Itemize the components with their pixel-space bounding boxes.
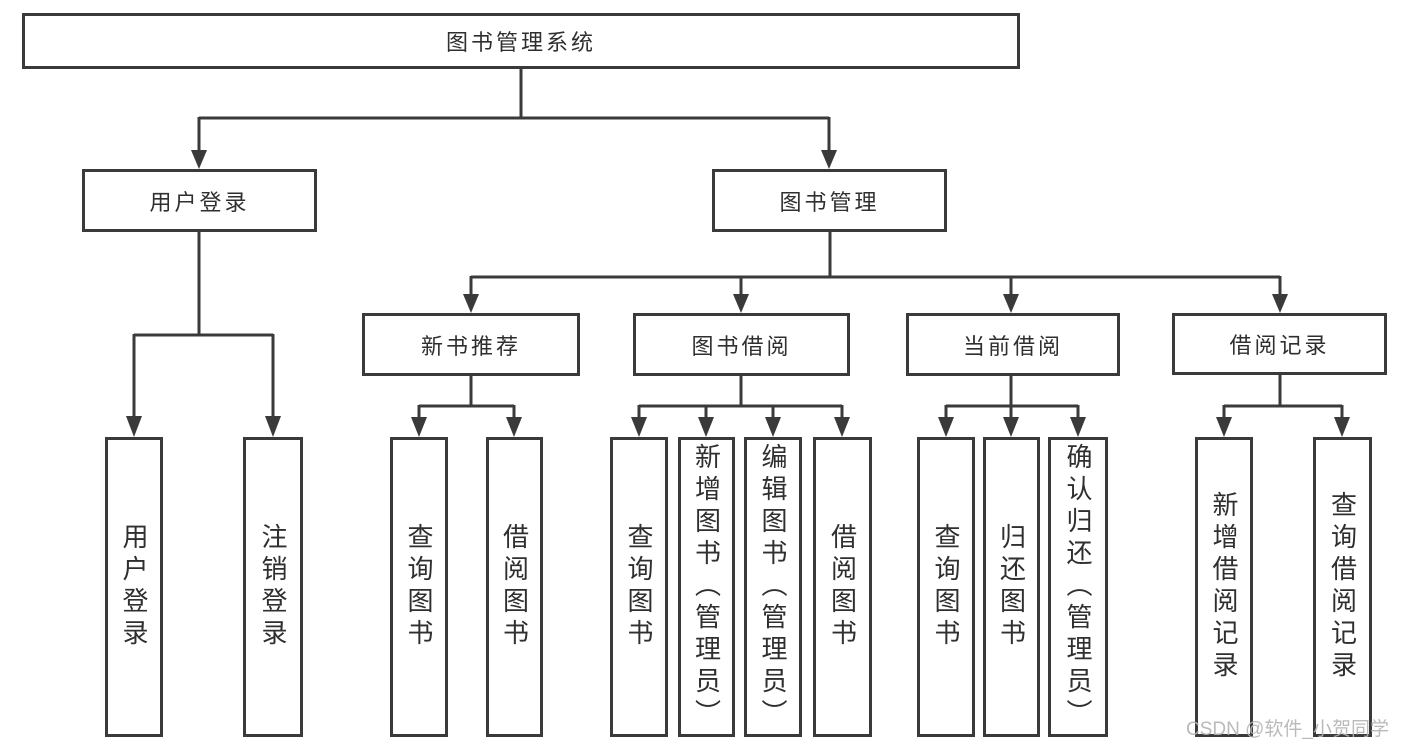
leaf-add-borrow-record: 新增借阅记录 (1195, 437, 1253, 737)
leaf-logout-label: 注销登录 (258, 523, 288, 651)
leaf-confirm-return-admin-label: 确认归还（管理员） (1063, 443, 1093, 731)
leaf-query-borrow-record: 查询借阅记录 (1313, 437, 1372, 737)
leaf-borrow-books-1-label: 借阅图书 (499, 523, 530, 651)
leaf-query-books-3-label: 查询图书 (931, 523, 961, 651)
node-book-management-label: 图书管理 (779, 189, 880, 215)
arrowheads (126, 150, 1350, 437)
connector-new-book-children (417, 375, 516, 419)
node-book-management: 图书管理 (712, 169, 947, 232)
connector-book-mgmt-children (469, 232, 1282, 295)
node-new-book-recommend: 新书推荐 (362, 313, 580, 376)
node-new-book-recommend-label: 新书推荐 (420, 333, 521, 359)
leaf-query-books-3: 查询图书 (917, 437, 975, 737)
leaf-confirm-return-admin: 确认归还（管理员） (1048, 437, 1108, 737)
leaf-logout: 注销登录 (243, 437, 303, 737)
leaf-query-books-1: 查询图书 (390, 437, 448, 737)
leaf-add-books-admin: 新增图书（管理员） (678, 437, 735, 737)
leaf-borrow-books-2: 借阅图书 (813, 437, 872, 737)
leaf-query-books-2-label: 查询图书 (624, 523, 654, 651)
node-root-label: 图书管理系统 (445, 30, 596, 55)
connector-root-to-level2 (197, 67, 831, 151)
leaf-return-books: 归还图书 (983, 437, 1040, 737)
connector-borrow-record-children (1222, 374, 1344, 419)
node-book-borrow: 图书借阅 (633, 313, 850, 376)
connector-book-borrow-children (637, 375, 844, 419)
leaf-edit-books-admin-label: 编辑图书（管理员） (758, 443, 788, 731)
csdn-watermark: CSDN @软件_小贺同学 (1186, 719, 1389, 740)
connector-user-login-children (132, 230, 275, 419)
node-borrow-record: 借阅记录 (1172, 313, 1387, 375)
leaf-borrow-books-2-label: 借阅图书 (827, 523, 858, 651)
node-root: 图书管理系统 (22, 13, 1020, 69)
leaf-return-books-label: 归还图书 (996, 523, 1027, 651)
node-current-borrow: 当前借阅 (906, 313, 1120, 376)
node-user-login: 用户登录 (82, 169, 317, 232)
leaf-query-books-1-label: 查询图书 (404, 523, 434, 651)
node-borrow-record-label: 借阅记录 (1229, 333, 1330, 358)
connector-current-borrow-children (944, 375, 1080, 419)
node-user-login-label: 用户登录 (149, 189, 250, 215)
leaf-user-login: 用户登录 (105, 437, 163, 737)
leaf-query-books-2: 查询图书 (610, 437, 668, 737)
leaf-edit-books-admin: 编辑图书（管理员） (744, 437, 802, 737)
leaf-query-borrow-record-label: 查询借阅记录 (1327, 491, 1358, 683)
leaf-add-books-admin-label: 新增图书（管理员） (691, 443, 722, 731)
node-current-borrow-label: 当前借阅 (962, 333, 1063, 359)
leaf-borrow-books-1: 借阅图书 (486, 437, 543, 737)
leaf-add-borrow-record-label: 新增借阅记录 (1209, 491, 1239, 683)
leaf-user-login-label: 用户登录 (119, 523, 149, 651)
node-book-borrow-label: 图书借阅 (691, 333, 792, 359)
